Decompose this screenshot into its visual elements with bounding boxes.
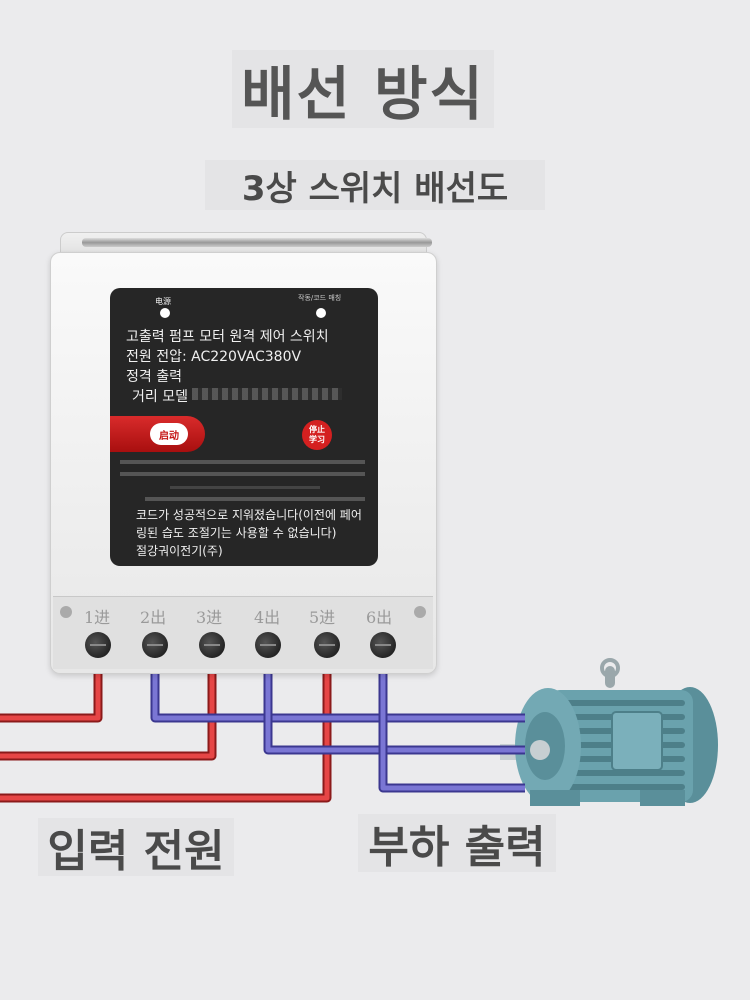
- fine-print-bar-2: [120, 472, 365, 476]
- maker-label: 절강궈이전기(주): [136, 544, 223, 558]
- title-box: 배선 방식: [232, 50, 494, 128]
- panel-line-1: 고출력 펌프 모터 원격 제어 스위치: [126, 329, 329, 345]
- start-button: 启动: [150, 423, 188, 445]
- motor-icon: [500, 658, 718, 806]
- input-wires: [0, 648, 332, 803]
- blurred-model-text: [192, 388, 342, 400]
- terminal-screw-1-icon: [85, 632, 111, 658]
- terminal-label-3: 3进: [196, 608, 223, 627]
- page-title: 배선 방식: [241, 60, 485, 128]
- status-led-icon: [316, 308, 326, 318]
- terminal-label-4: 4出: [254, 608, 281, 627]
- screw-left-icon: [60, 606, 72, 618]
- screw-right-icon: [414, 606, 426, 618]
- terminal-screw-6-icon: [370, 632, 396, 658]
- terminal-screw-3-icon: [199, 632, 225, 658]
- power-label: 电源: [155, 297, 171, 306]
- terminal-label-1: 1进: [84, 608, 111, 627]
- input-label-box: 입력 전원: [38, 818, 234, 877]
- load-output-label: 부하 출력: [368, 822, 546, 873]
- fine-print-bar-1: [120, 460, 365, 464]
- panel-line-2: 전원 전압: AC220VAC380V: [126, 349, 302, 365]
- terminal-label-6: 6出: [366, 608, 393, 627]
- terminal-label-5: 5进: [309, 608, 336, 627]
- instruction-line-1: 코드가 성공적으로 지워졌습니다(이전에 페어: [136, 508, 362, 522]
- antenna-icon: [82, 238, 432, 247]
- input-power-label: 입력 전원: [47, 826, 225, 877]
- terminal-screw-5-icon: [314, 632, 340, 658]
- status-label: 작동/코드 매칭: [298, 294, 342, 302]
- panel-line-3: 정격 출력: [126, 369, 182, 385]
- panel-line-4: 거리 모델: [132, 389, 188, 405]
- page-subtitle: 3상 스위치 배선도: [241, 168, 509, 209]
- fine-print-bar-3: [170, 486, 320, 489]
- terminal-strip: [53, 596, 433, 669]
- stop-learn-button: 停止 学习: [302, 420, 332, 450]
- terminal-label-2: 2出: [140, 608, 167, 627]
- terminal-screw-2-icon: [142, 632, 168, 658]
- output-label-box: 부하 출력: [358, 814, 556, 873]
- power-led-icon: [160, 308, 170, 318]
- instruction-line-2: 링된 습도 조절기는 사용할 수 없습니다): [136, 526, 337, 540]
- learn-label: 学习: [309, 435, 325, 444]
- fine-print-bar-4: [145, 497, 365, 501]
- terminal-screw-4-icon: [255, 632, 281, 658]
- stop-label: 停止: [309, 425, 325, 434]
- subtitle-box: 3상 스위치 배선도: [205, 160, 545, 210]
